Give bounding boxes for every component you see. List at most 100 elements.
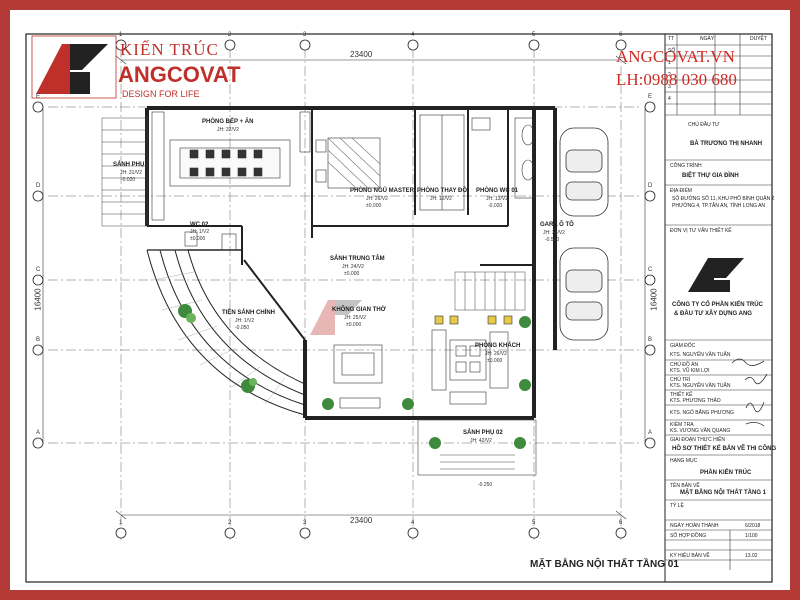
grid-col-label: 2 (228, 520, 232, 526)
floor-plan (25, 33, 773, 583)
tb-company-2: & ĐẦU TƯ XÂY DỰNG ANG (674, 311, 752, 317)
tb-category: PHẦN KIẾN TRÚC (700, 470, 752, 476)
drawing-sheet: KIẾN TRÚC ANGCOVAT DESIGN FOR LIFE ANGCO… (10, 10, 790, 590)
tb-project-label: CÔNG TRÌNH (670, 163, 702, 169)
tb-director-label: GIÁM ĐỐC (670, 343, 696, 349)
title-block-logo (688, 258, 744, 292)
room-wc02-level: ±0.000 (190, 236, 206, 242)
tb-rev-row: SỐ (668, 48, 676, 54)
room-kitchen-label: PHÒNG BẾP + ĂN (202, 119, 254, 125)
room-garage-level: -0.550 (545, 237, 560, 243)
room-side-hall-code: JH: 31/V2 (120, 170, 142, 176)
watermark-logo (310, 300, 362, 335)
tb-rev-row: 4 (668, 96, 671, 102)
grid-row-label: B (36, 337, 41, 343)
tb-design-label: THIẾT KẾ (670, 392, 693, 398)
room-master-level: ±0.000 (366, 203, 382, 209)
tb-scale-label: TỶ LỆ (670, 503, 684, 509)
room-wc01-label: PHÒNG WC 01 (476, 188, 519, 194)
tb-rev-head-approve: DUYỆT (750, 36, 767, 42)
grid-col-label: 1 (119, 32, 123, 38)
tb-category-label: HẠNG MỤC (670, 458, 698, 464)
grid-col-label: 6 (619, 32, 623, 38)
room-central-hall-label: SẢNH TRUNG TÂM (330, 256, 385, 262)
tb-owner: BÀ TRƯƠNG THỊ NHANH (690, 141, 763, 147)
contact-phone: LH:0988 030 680 (616, 70, 737, 89)
room-central-hall-level: ±0.000 (344, 271, 360, 277)
room-kitchen-code: JH: 32/V2 (217, 127, 239, 133)
grid-row-label: B (648, 337, 653, 343)
grid-col-label: 4 (411, 32, 415, 38)
room-side-hall-2-code: JH: 42/V2 (470, 438, 492, 444)
logo-kientruc-text: KIẾN TRÚC (120, 40, 219, 59)
tb-proj-no: 1/100 (745, 533, 758, 539)
tb-proj-no-label: SỐ HỢP ĐỒNG (670, 533, 707, 539)
tb-phase: HỒ SƠ THIẾT KẾ BẢN VẼ THI CÔNG (672, 446, 777, 452)
room-wc02-code: JH: 1/V2 (190, 229, 210, 235)
exterior-level: -0.250 (478, 482, 493, 488)
tb-location-1: SỐ ĐƯỜNG SỐ 11, KHU PHỐ BÌNH QUẬN 2 (672, 196, 775, 202)
tb-sheet-no-label: KÝ HIỆU BẢN VẼ (670, 553, 710, 559)
grid-col-label: 2 (228, 32, 232, 38)
room-altar-label: KHÔNG GIAN THỜ (332, 307, 386, 313)
tb-rev-row: 2 (668, 72, 671, 78)
tb-date-label: NGÀY HOÀN THÀNH (670, 523, 719, 529)
tb-rev-row: 1 (668, 60, 671, 66)
grid-row-label: A (36, 430, 41, 436)
tb-drawing-label: TÊN BẢN VẼ (670, 483, 700, 489)
tb-pm: KTS. NGUYỄN VĂN TUẤN (670, 383, 731, 389)
tb-drawing: MẶT BẰNG NỘI THẤT TẦNG 1 (680, 490, 766, 496)
tb-design: KTS. PHƯƠNG THẢO (670, 398, 721, 404)
room-living-code: JH: 26/V2 (485, 351, 507, 357)
grid-row-label: D (648, 183, 653, 189)
dimension-top: 23400 (350, 50, 373, 59)
tb-project: BIỆT THỰ GIA ĐÌNH (682, 173, 739, 179)
tb-chief: KTS. VŨ KIM LỢI (670, 368, 710, 374)
tb-location-2: PHƯỜNG 4, TP.TÂN AN, TỈNH LONG AN (672, 203, 766, 209)
room-side-hall-level: -0.020 (121, 177, 136, 183)
website-url: ANGCOVAT.VN (616, 47, 735, 66)
room-wc02-label: WC 02 (190, 222, 209, 228)
room-side-hall-2-label: SẢNH PHỤ 02 (463, 430, 503, 436)
grid-row-label: E (648, 94, 653, 100)
tb-owner-label: CHỦ ĐẦU TƯ (688, 122, 720, 128)
room-altar-level: ±0.000 (346, 322, 362, 328)
logo-slogan: DESIGN FOR LIFE (122, 89, 200, 99)
logo-brand-name: ANGCOVAT (118, 62, 241, 87)
tb-date: 6/2018 (745, 523, 761, 529)
dimension-right: 16400 (649, 288, 659, 311)
grid-row-label: A (648, 430, 653, 436)
grid-col-label: 3 (303, 32, 307, 38)
grid-col-label: 5 (532, 32, 536, 38)
tb-chief-label: CHỦ ĐỒ ÁN (670, 362, 699, 368)
room-dressing-code: JH: 12/V2 (430, 196, 452, 202)
tb-director: KTS. NGUYỄN VĂN TUẤN (670, 352, 731, 358)
tb-phase-label: GIAI ĐOẠN THỰC HIỆN (670, 437, 726, 443)
tb-rev-row: 3 (668, 84, 671, 90)
room-altar-code: JH: 25/V2 (344, 315, 366, 321)
sheet-title: MẶT BẰNG NỘI THẤT TẦNG 01 (530, 559, 679, 570)
room-main-foyer-level: -0.050 (235, 325, 250, 331)
grid-row-label: E (36, 94, 41, 100)
room-main-foyer-label: TIỀN SẢNH CHÍNH (222, 310, 276, 316)
room-living-label: PHÒNG KHÁCH (475, 343, 521, 349)
room-wc01-level: -0.020 (488, 203, 503, 209)
tb-rev-head: TT (668, 36, 675, 42)
room-side-hall-label: SẢNH PHỤ (113, 162, 145, 168)
room-garage-label: GARA Ô TÔ (540, 222, 574, 228)
grid-col-label: 5 (532, 520, 536, 526)
grid-col-label: 3 (303, 520, 307, 526)
tb-draw: KTS. NGÔ BẰNG PHƯƠNG (670, 410, 734, 416)
tb-check-label: KIỂM TRA (670, 422, 694, 428)
tb-rev-head-date: NGÀY (700, 36, 715, 42)
grid-row-label: C (36, 267, 41, 273)
room-wc01-code: JH: 13/V2 (486, 196, 508, 202)
room-master-label: PHÒNG NGỦ MASTER (350, 188, 415, 194)
tb-company-1: CÔNG TY CỔ PHẦN KIẾN TRÚC (672, 302, 763, 308)
tb-check: KS. VƯƠNG VĂN QUANG (670, 428, 731, 434)
grid-col-label: 1 (119, 520, 123, 526)
tb-sheet-no: 13.02 (745, 553, 758, 559)
tb-location-label: ĐỊA ĐIỂM (670, 188, 692, 194)
dimension-left: 16400 (33, 288, 43, 311)
tb-pm-label: CHỦ TRÌ (670, 377, 691, 383)
